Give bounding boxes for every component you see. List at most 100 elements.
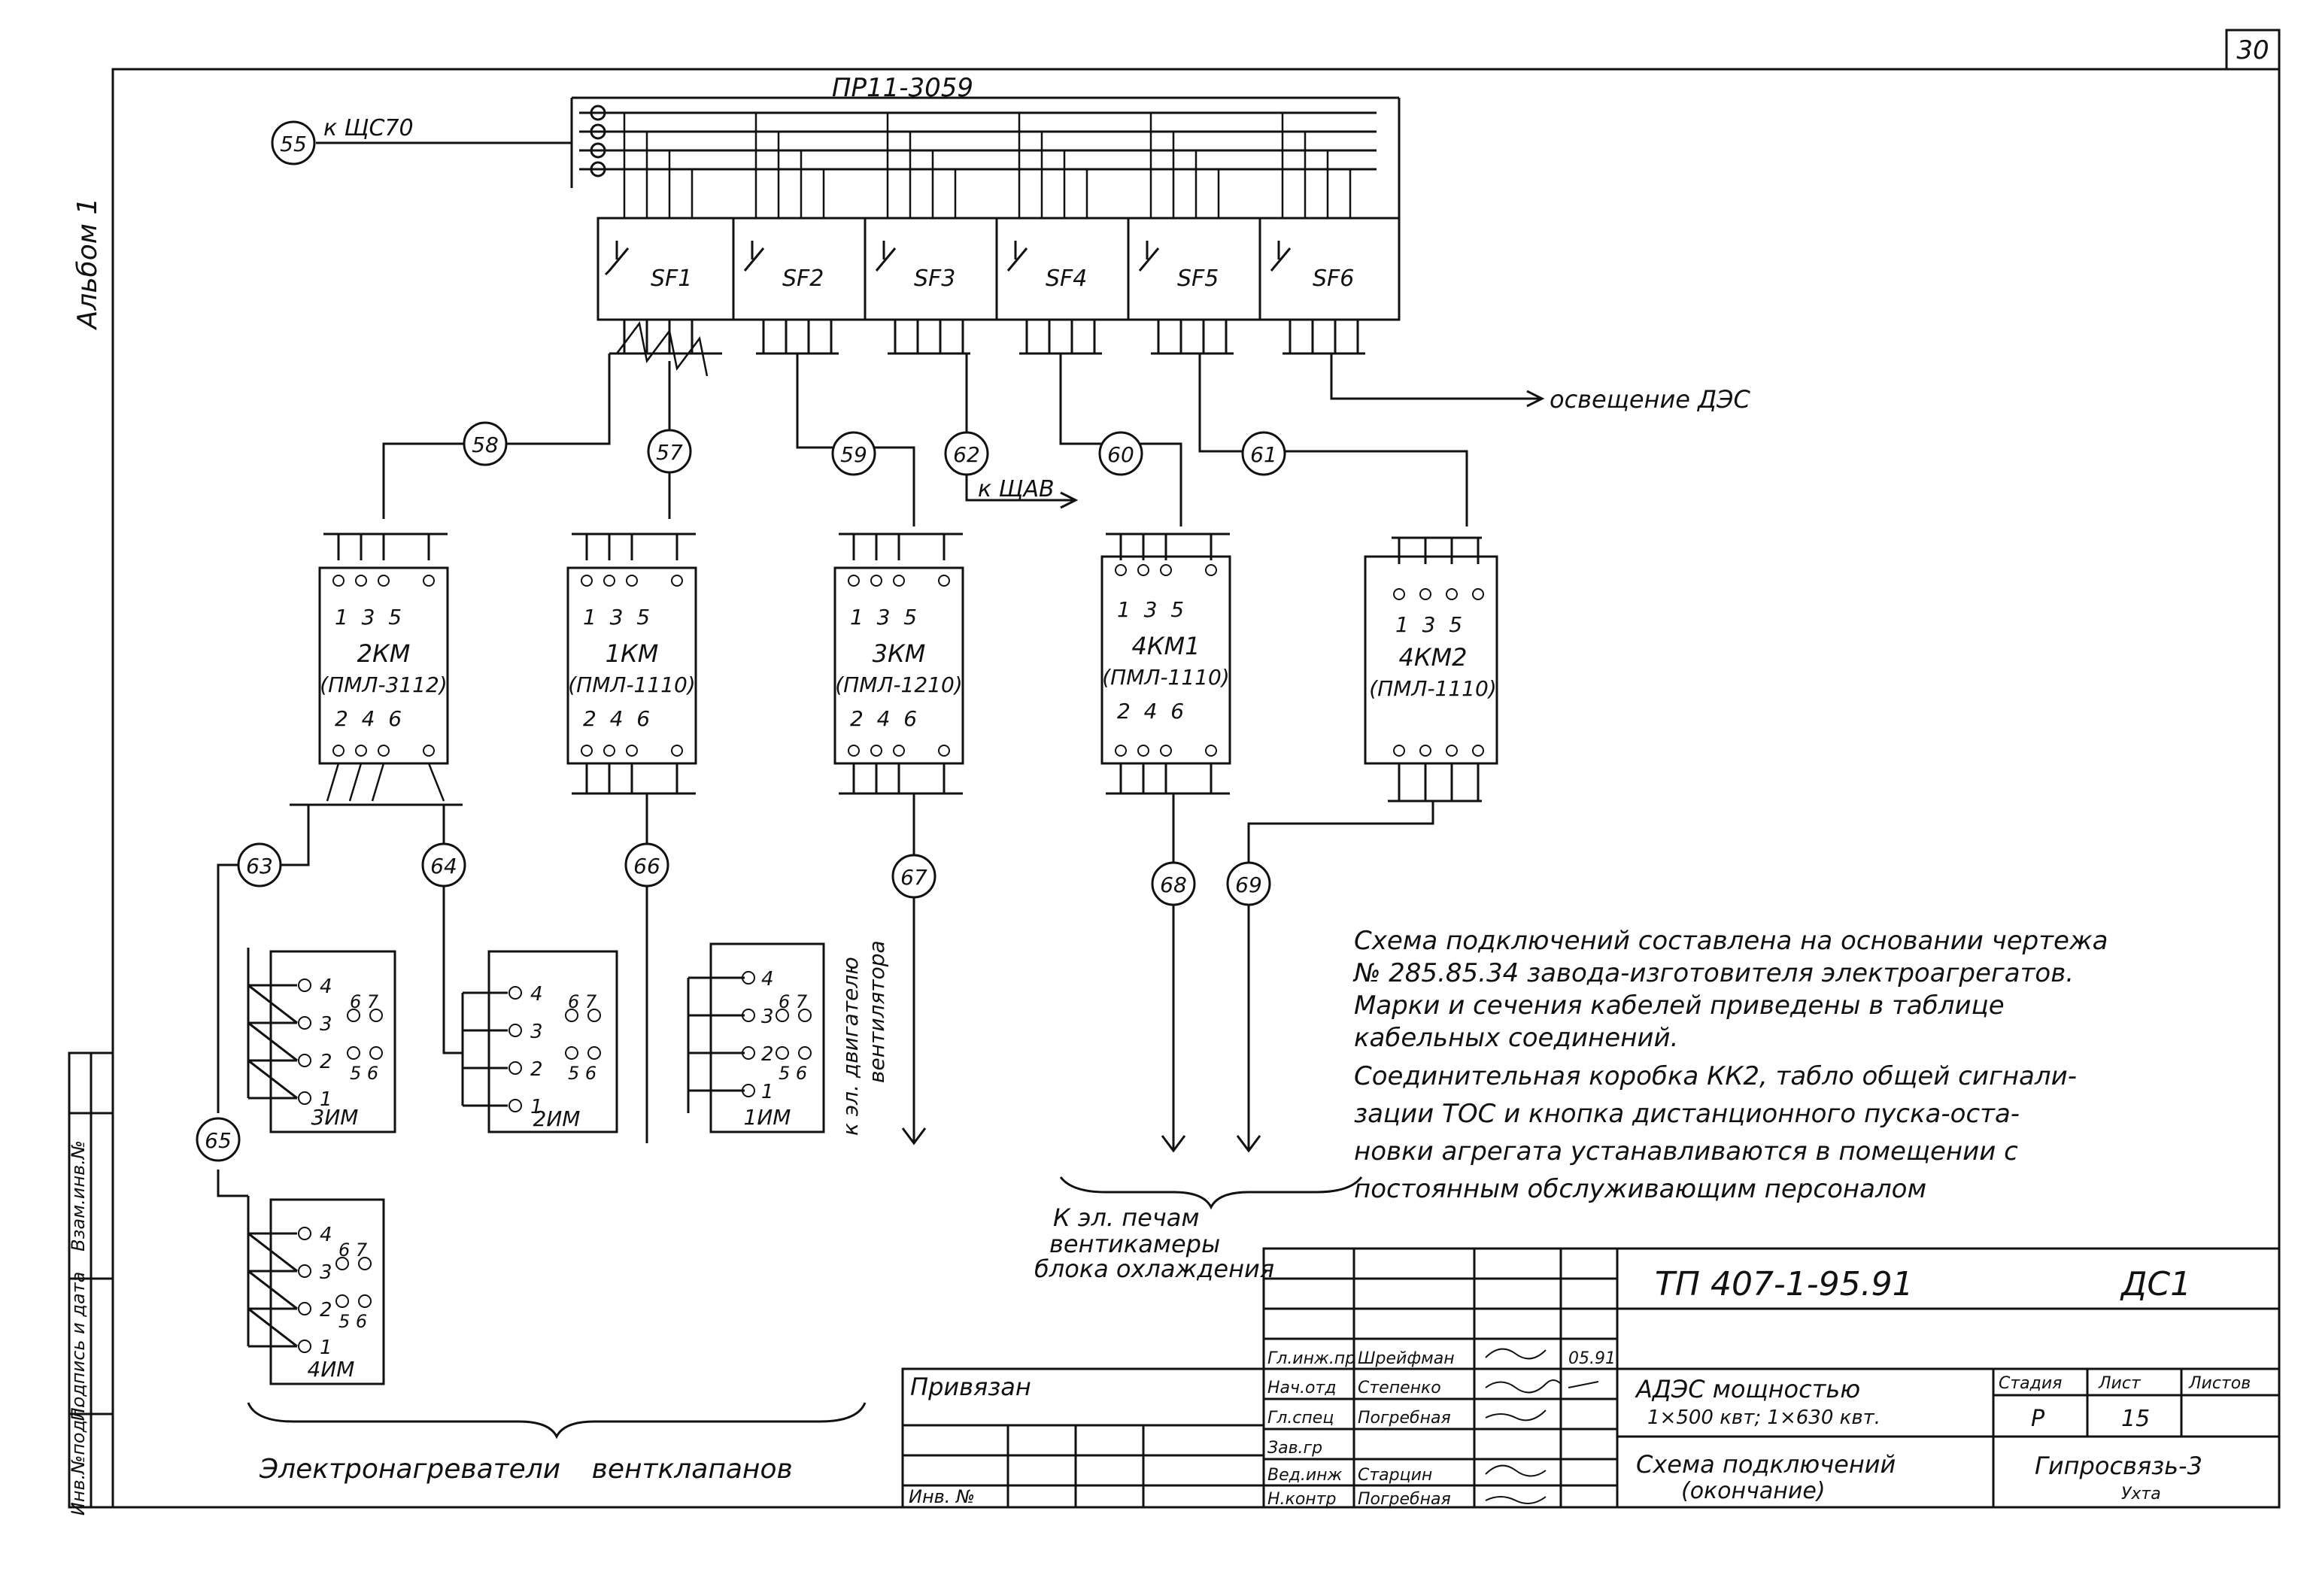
cable-marker-65: [196, 1117, 241, 1162]
breaker-row: [596, 217, 1401, 377]
cable-marker-67: [891, 854, 936, 899]
note-line: постоянным обслуживающим персоналом: [1354, 1174, 1926, 1204]
actuator-pins-right: 6 7: [779, 991, 808, 1012]
note-line: Схема подключений составлена на основани…: [1354, 926, 2108, 956]
cable-number: 60: [1107, 442, 1134, 467]
cable-marker-62: [944, 431, 989, 476]
org-sub: Ухта: [2121, 1485, 2161, 1503]
heaters-caption: блока охлаждения: [1034, 1255, 1274, 1283]
contactor-bottom-pins: 2 4 6: [850, 706, 917, 731]
staff-role: Гл.инж.пр: [1267, 1349, 1355, 1368]
project-title: 1×500 квт; 1×630 квт.: [1647, 1406, 1881, 1429]
cable-number: 67: [900, 865, 927, 890]
doc-mark: ДС1: [2120, 1265, 2191, 1303]
actuator-pins-right: 5 6: [350, 1063, 378, 1084]
breaker-label: SF1: [651, 265, 692, 292]
cable-routes-bottom: [217, 793, 1434, 1210]
cable-marker-68: [1151, 861, 1196, 906]
cable-marker-60: [1098, 431, 1143, 476]
doc-code: ТП 407-1-95.91: [1655, 1265, 1914, 1303]
cable-marker-61: [1241, 431, 1286, 476]
cable-number: 57: [656, 440, 683, 465]
contactor-bottom-pins: 2 4 6: [1117, 699, 1184, 724]
contactor-name: 3КМ: [873, 639, 926, 668]
project-title: АДЭС мощностью: [1635, 1375, 1860, 1403]
staff-role: Нач.отд: [1267, 1379, 1337, 1397]
date-mark: 05.91: [1568, 1349, 1616, 1368]
panel-name: ПР11-3059: [832, 73, 973, 103]
contactor-name: 4КМ2: [1398, 643, 1467, 672]
contactor-type: (ПМЛ-1110): [568, 672, 695, 697]
actuator-pin: 3: [530, 1021, 543, 1043]
actuator-pin: 4: [320, 976, 332, 998]
note-line: Марки и сечения кабелей приведены в табл…: [1354, 991, 2005, 1021]
actuator-pins-right: 6 7: [568, 991, 597, 1012]
contactor-type: (ПМЛ-1210): [835, 672, 962, 697]
cable-marker-64: [421, 842, 466, 888]
staff-name: Старцин: [1358, 1466, 1432, 1485]
staff-name: Погребная: [1358, 1409, 1451, 1428]
actuator-pin: 2: [761, 1043, 774, 1066]
contactor-top-pins: 1 3 5: [850, 605, 917, 630]
note-line: кабельных соединений.: [1354, 1023, 1678, 1053]
actuator-pins-right: 5 6: [338, 1311, 367, 1332]
contactor-top-pins: 1 3 5: [1117, 597, 1184, 622]
contactor-top-pins: 1 3 5: [1395, 612, 1462, 637]
heaters-caption: К эл. печам: [1053, 1203, 1200, 1232]
actuator-pin: 1: [761, 1081, 774, 1103]
contactor-top-pins: 1 3 5: [583, 605, 650, 630]
side-stamp-inv: Инв.№подл.: [68, 1403, 89, 1516]
distribution-panel: [316, 96, 1401, 316]
sheet-title: (окончание): [1681, 1478, 1826, 1504]
cable-markers: [196, 120, 1286, 1162]
sheet-number: 30: [2236, 35, 2269, 65]
actuator-pin: 4: [530, 983, 543, 1006]
staff-list: Гл.инж.пр Шрейфман Нач.отд Степенко Гл.с…: [1267, 1349, 1616, 1509]
heaters-caption: вентикамеры: [1049, 1230, 1220, 1258]
feed-cable-label: 55: [280, 132, 307, 156]
actuators-caption: Электронагреватели вентклапанов: [259, 1454, 793, 1485]
breaker-label: SF2: [782, 265, 824, 292]
contactor-boxes: [290, 533, 1498, 806]
staff-role: Вед.инж: [1267, 1466, 1343, 1485]
lighting-label: освещение ДЭС: [1550, 385, 1750, 414]
stage-header: Стадия: [1999, 1374, 2062, 1393]
side-stamp-sign: Подпись и дата: [68, 1272, 89, 1422]
sheet-title: Схема подключений: [1636, 1450, 1896, 1479]
cable-number: 66: [633, 854, 660, 878]
cable-number: 62: [953, 442, 980, 467]
cable-number: 64: [430, 854, 457, 878]
actuator-pins-right: 5 6: [568, 1063, 596, 1084]
contactor-top-pins: 1 3 5: [335, 605, 402, 630]
contactor-type: (ПМЛ-3112): [320, 672, 447, 697]
actuator-pin: 2: [320, 1051, 332, 1073]
breaker-label: SF4: [1046, 265, 1087, 292]
actuator-pin: 1: [320, 1337, 332, 1359]
breaker-label: SF6: [1313, 265, 1354, 292]
album-label: Альбом 1: [72, 198, 103, 331]
sheet-value: 15: [2121, 1406, 2150, 1432]
cable-marker-59: [831, 431, 876, 476]
actuator-pins-right: 6 7: [350, 991, 379, 1012]
actuator-pin: 3: [320, 1261, 332, 1284]
title-block: [901, 1247, 2281, 1509]
contactor-name: 2КМ: [357, 639, 411, 668]
contactor-type: (ПМЛ-1110): [1102, 665, 1229, 690]
inv-no-label: Инв. №: [909, 1486, 975, 1507]
actuator-name: 3ИМ: [311, 1105, 359, 1130]
actuator-pin: 3: [320, 1013, 332, 1036]
contactor-bottom-pins: 2 4 6: [583, 706, 650, 731]
cable-number: 59: [840, 442, 867, 467]
contactor-type: (ПМЛ-1110): [1369, 676, 1496, 701]
staff-name: Степенко: [1358, 1379, 1441, 1397]
actuator-pin: 1: [320, 1088, 332, 1111]
org-name: Гипросвязь-3: [2035, 1452, 2202, 1480]
staff-name: Шрейфман: [1358, 1349, 1455, 1368]
contactor-name: 4КМ1: [1131, 632, 1200, 660]
signatures: [1485, 1348, 1599, 1504]
cable-marker-55: [271, 120, 316, 165]
feed-label: к ЩС70: [323, 115, 414, 141]
actuator-pin: 2: [530, 1058, 543, 1081]
side-stamp-vzam: Взам.инв.№: [68, 1140, 89, 1252]
